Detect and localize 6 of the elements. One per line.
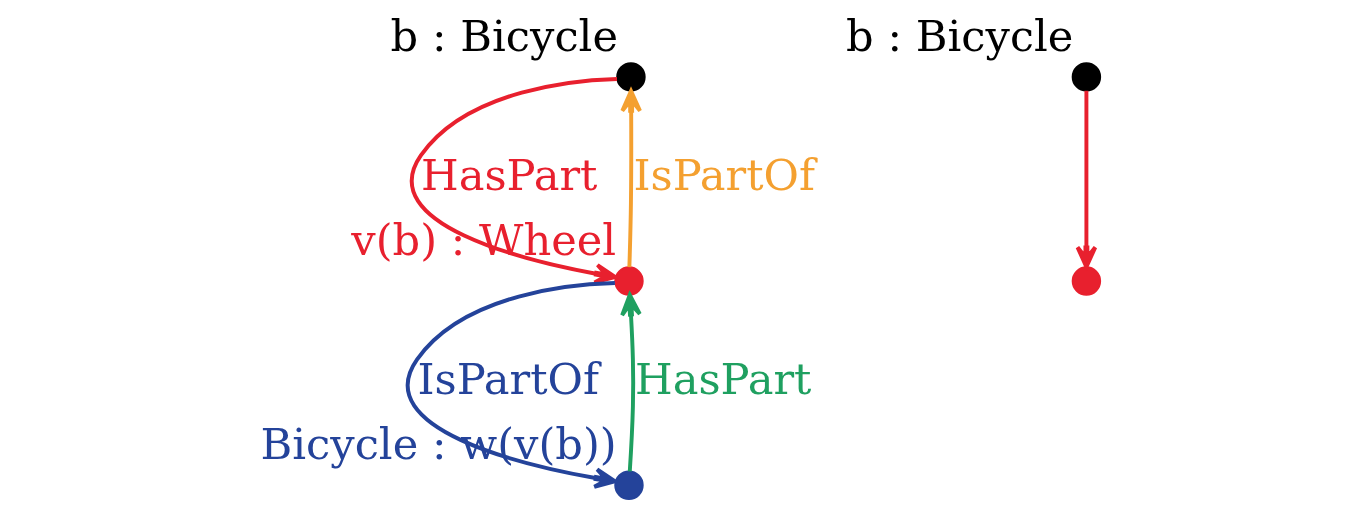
edge-label: HasPart: [634, 354, 812, 405]
node-label: v(b) : Wheel: [351, 214, 617, 265]
node-label: b : Bicycle: [390, 10, 618, 61]
edge-label: HasPart: [420, 149, 598, 200]
node-label: Bicycle : w(v(b)): [260, 418, 617, 469]
node-label: b : Bicycle: [846, 10, 1074, 61]
